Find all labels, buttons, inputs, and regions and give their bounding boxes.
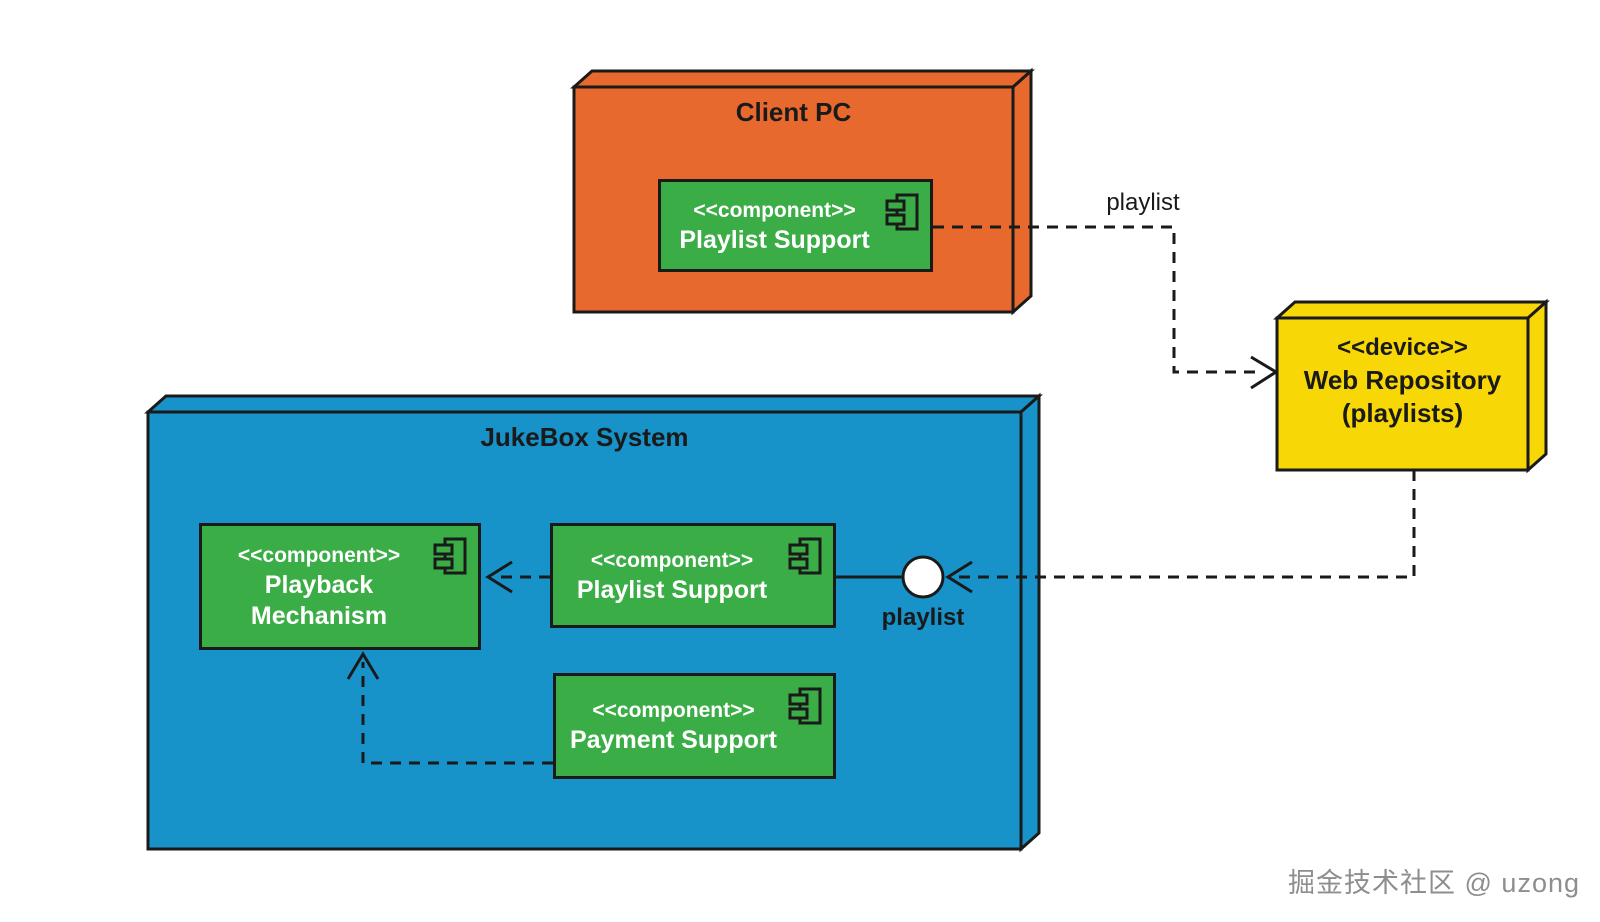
component-name: Playback Mechanism (250, 571, 388, 630)
component-icon (433, 537, 467, 575)
component-stereotype: <<component>> (590, 548, 754, 572)
component-name: Playlist Support (679, 225, 870, 254)
edge-label-playlist-top: playlist (1106, 189, 1180, 216)
playlist-interface-circle (901, 555, 945, 599)
web-repository-subtitle: (playlists) (1341, 398, 1464, 428)
jukebox-right-face (1019, 392, 1041, 853)
edge-payment-to-playback (361, 662, 553, 765)
component-playlist-support-jukebox: <<component>> Playlist Support (550, 523, 836, 628)
component-icon (885, 193, 919, 231)
component-playlist-support-client: <<component>> Playlist Support (658, 179, 933, 272)
web-repository-stereotype: <<device>> (1337, 334, 1468, 361)
watermark-text: 掘金技术社区 @ uzong (1288, 868, 1580, 898)
edge-client-to-webrepo (933, 225, 1262, 374)
web-repository-name: Web Repository (1303, 365, 1502, 395)
edge-webrepo-to-interface-arrowhead (945, 560, 973, 594)
component-icon (788, 537, 822, 575)
connectors (346, 225, 1416, 765)
component-playback-mechanism: <<component>> Playback Mechanism (199, 523, 481, 650)
component-name: Playlist Support (576, 575, 768, 604)
component-icon (788, 687, 822, 725)
web-repository-top-face (1273, 300, 1550, 320)
edge-client-to-webrepo-arrowhead (1250, 355, 1279, 390)
web-repository-node (1273, 298, 1550, 474)
edge-playlist-to-playback-arrowhead (485, 560, 513, 594)
client-pc-title: Client PC (735, 97, 852, 127)
component-stereotype: <<component>> (693, 198, 856, 222)
component-payment-support: <<component>> Payment Support (553, 673, 836, 779)
web-repository-front-face (1275, 316, 1530, 472)
component-name: Payment Support (570, 726, 777, 754)
edge-payment-to-playback-arrowhead (346, 651, 380, 680)
component-stereotype: <<component>> (237, 544, 401, 567)
jukebox-top-face (144, 394, 1043, 414)
web-repository-right-face (1526, 298, 1548, 474)
interface-label-playlist: playlist (881, 604, 965, 631)
component-stereotype: <<component>> (592, 699, 755, 722)
client-pc-top-face (570, 69, 1035, 89)
jukebox-system-title: JukeBox System (480, 422, 689, 452)
web-repository-label: <<device>> Web Repository (playlists) (1277, 331, 1528, 430)
client-pc-right-face (1011, 67, 1033, 316)
